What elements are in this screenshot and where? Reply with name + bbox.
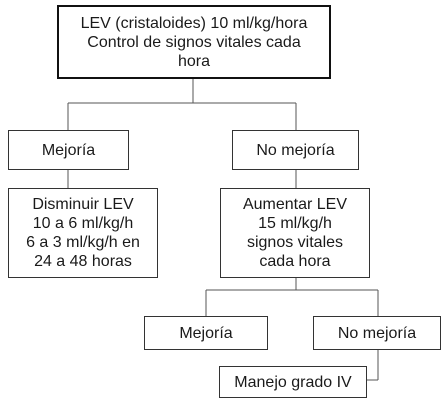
root-line-3: hora bbox=[177, 52, 210, 70]
second-no-improvement-label: No mejoría bbox=[337, 324, 417, 342]
no-improvement-label: No mejoría bbox=[256, 141, 335, 159]
increase-line-2: 15 ml/kg/h bbox=[258, 215, 332, 232]
second-improvement-label: Mejoría bbox=[179, 324, 233, 342]
grade-four-label: Manejo grado IV bbox=[234, 373, 352, 391]
grade-four-box: Manejo grado IV bbox=[219, 366, 367, 398]
decrease-fluids-box: Disminuir LEV 10 a 6 ml/kg/h 6 a 3 ml/kg… bbox=[8, 188, 158, 278]
root-line-2: Control de signos vitales cada bbox=[87, 33, 301, 51]
increase-line-4: cada hora bbox=[259, 253, 331, 270]
second-improvement-box: Mejoría bbox=[144, 316, 268, 350]
decrease-line-2: 10 a 6 ml/kg/h bbox=[32, 215, 134, 232]
increase-line-3: signos vitales bbox=[246, 234, 344, 251]
improvement-box: Mejoría bbox=[8, 130, 129, 170]
root-box: LEV (cristaloides) 10 ml/kg/hora Control… bbox=[57, 5, 331, 79]
decrease-line-4: 24 a 48 horas bbox=[34, 253, 132, 270]
second-no-improvement-box: No mejoría bbox=[313, 316, 441, 350]
decrease-line-1: Disminuir LEV bbox=[32, 196, 134, 213]
increase-fluids-box: Aumentar LEV 15 ml/kg/h signos vitales c… bbox=[220, 188, 370, 278]
increase-line-1: Aumentar LEV bbox=[242, 196, 348, 213]
no-improvement-box: No mejoría bbox=[232, 130, 359, 170]
improvement-label: Mejoría bbox=[41, 141, 96, 159]
decrease-line-3: 6 a 3 ml/kg/h en bbox=[26, 234, 140, 251]
root-line-1: LEV (cristaloides) 10 ml/kg/hora bbox=[80, 14, 308, 32]
